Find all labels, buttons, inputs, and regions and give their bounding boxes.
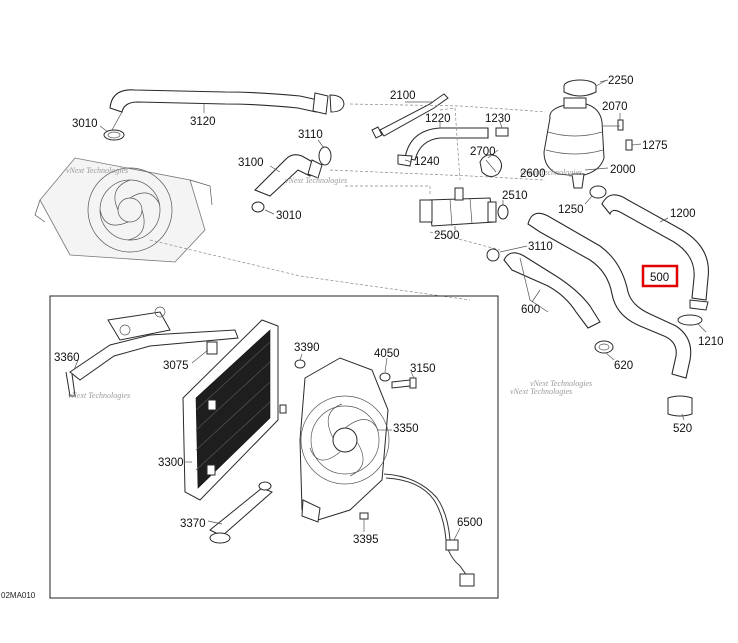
label-3395: 3395 [353, 534, 379, 546]
label-1250: 1250 [558, 204, 584, 216]
leader-line [329, 169, 546, 181]
hose-500 [527, 212, 692, 379]
watermark-text: vNext Technologies [285, 176, 347, 185]
highlight-box-500 [641, 264, 679, 288]
label-520: 520 [673, 423, 692, 435]
diagram-code: 02MA010 [1, 591, 36, 600]
clamp-2700 [479, 154, 502, 178]
label-3350: 3350 [393, 423, 419, 435]
watermark-text: vNext Technologies [530, 379, 592, 388]
clamp-1210 [677, 314, 703, 326]
label-600: 600 [521, 304, 540, 316]
leader-line [349, 103, 546, 113]
label-2100: 2100 [390, 90, 416, 102]
watermark-text: vNext Technologies [66, 166, 128, 175]
hose-1220 [397, 127, 489, 167]
label-3390: 3390 [294, 342, 320, 354]
fan-assembly-top: vNext Technologies [34, 157, 213, 263]
label-1275: 1275 [642, 140, 668, 152]
clamp-3110-mid [486, 248, 500, 262]
leader-line [439, 107, 461, 181]
clip-1275 [625, 139, 633, 151]
label-3150: 3150 [410, 363, 436, 375]
radiator-3300 [182, 319, 287, 501]
label-3120: 3120 [190, 116, 216, 128]
bolt-3395 [359, 512, 369, 528]
label-3110-top: 3110 [298, 129, 323, 141]
label-6500: 6500 [457, 517, 483, 529]
label-1200: 1200 [670, 208, 696, 220]
clamp-1250 [589, 185, 607, 199]
label-2510: 2510 [502, 190, 528, 202]
label-1240: 1240 [414, 156, 440, 168]
fan-shroud-3350: vNext Technologies [68, 357, 390, 523]
label-1210: 1210 [698, 336, 724, 348]
label-1220: 1220 [425, 113, 451, 125]
harness-6500 [383, 473, 475, 587]
leader-line [345, 185, 431, 196]
label-620: 620 [614, 360, 633, 372]
clamp-2510 [497, 204, 509, 220]
watermark-text: vNext Technologies [68, 391, 130, 400]
label-2500: 2500 [434, 230, 460, 242]
screw-2070 [617, 119, 624, 131]
label-2600: 2600 [520, 168, 546, 180]
hose-3120 [109, 89, 345, 131]
label-3100: 3100 [238, 157, 264, 169]
clamp-3110-top [318, 146, 332, 166]
label-2000: 2000 [610, 164, 636, 176]
clamp-1230 [495, 127, 509, 137]
label-500: 500 [650, 272, 669, 284]
watermark-text: vNext Technologies [510, 387, 572, 396]
watermark-text: vNext Technologies [520, 168, 582, 177]
inset-frame [49, 295, 499, 599]
clamp-620 [594, 340, 614, 354]
bolt-3150 [391, 377, 417, 389]
label-3075: 3075 [163, 360, 189, 372]
hose-600 [503, 252, 601, 329]
clamp-520 [667, 395, 693, 417]
label-2250: 2250 [608, 75, 634, 87]
leader-line [149, 239, 471, 301]
expansion-tank-2000: vNext Technologies [520, 97, 605, 189]
label-3360: 3360 [54, 352, 80, 364]
hose-1200 [601, 194, 710, 311]
label-3010-top: 3010 [72, 118, 98, 130]
label-4050: 4050 [374, 348, 400, 360]
clamp-3010-top [103, 129, 125, 141]
label-3010-mid: 3010 [276, 210, 302, 222]
cap-2250 [563, 79, 608, 97]
label-2700: 2700 [470, 146, 496, 158]
leader-line [429, 231, 501, 251]
grommet-3390 [294, 359, 306, 369]
washer-4050 [379, 372, 391, 382]
pipe-2100 [371, 93, 449, 139]
label-2070: 2070 [602, 101, 628, 113]
label-3300: 3300 [158, 457, 184, 469]
label-3110-mid: 3110 [528, 241, 553, 253]
grommet-3075 [206, 341, 218, 355]
label-3370: 3370 [180, 518, 206, 530]
thermostat-2500 [419, 187, 497, 227]
bracket-3360 [65, 306, 239, 397]
callout-labels: 2250 2100 2070 3010 3120 1220 1230 1275 … [1, 75, 724, 600]
label-1230: 1230 [485, 113, 511, 125]
hose-3100: vNext Technologies [251, 154, 347, 213]
bracket-3370 [209, 481, 273, 544]
